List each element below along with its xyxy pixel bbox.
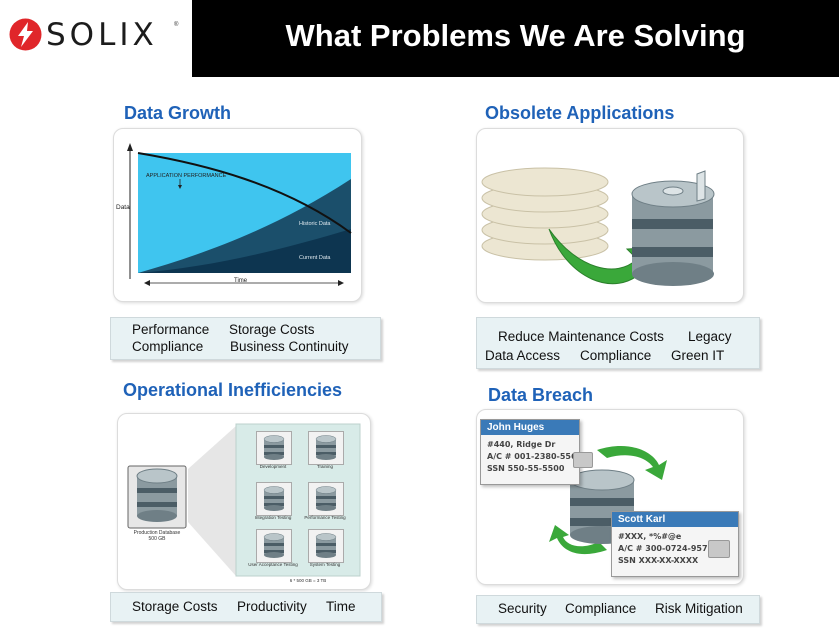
database-icon [308,529,344,563]
card-account: A/C # 001-2380-556 [487,452,577,461]
tag-risk-mitigation: Risk Mitigation [655,601,743,616]
y-axis-label: Data [116,204,130,211]
database-icon [308,431,344,465]
tag-storage-costs: Storage Costs [229,322,315,337]
card-ssn: SSN XXX-XX-XXXX [618,556,699,565]
database-copy: Development [256,431,292,471]
database-copy-label: System Testing [309,562,341,567]
data-growth-tags: Performance Storage Costs Compliance Bus… [110,317,381,360]
breach-illustration [549,445,667,555]
operational-tags: Storage Costs Productivity Time [110,592,382,622]
database-icon [631,170,715,286]
page-title: What Problems We Are Solving [285,18,746,53]
registered-mark: ® [174,22,179,28]
title-bar [192,0,839,77]
database-copy-label: Performance Testing [304,515,346,520]
production-db-size: 500 GB [148,536,166,542]
replication-formula: 6 * 500 GB = 3 TB [289,578,327,583]
data-breach-tags: Security Compliance Risk Mitigation [476,595,760,624]
production-database-icon [136,468,178,522]
operational-panel: Production Database 500 GB Development [117,413,371,590]
obsolete-apps-title: Obsolete Applications [485,103,675,123]
data-breach-title: Data Breach [488,385,594,405]
database-copy-label: User Acceptance Testing [248,562,298,567]
tag-compliance: Compliance [132,339,204,354]
card-name: Scott Karl [612,512,738,527]
logo [0,0,192,77]
tag-storage-costs: Storage Costs [132,599,218,614]
card-address: #440, Ridge Dr [487,440,556,449]
card-account: A/C # 300-0724-957 [618,544,708,553]
tag-productivity: Productivity [237,599,307,614]
tag-business-continuity: Business Continuity [230,339,349,354]
tag-legacy: Legacy [688,329,732,344]
database-copy-label: Development [259,464,287,469]
solix-logo-icon [9,18,42,51]
database-copy: System Testing [308,529,344,569]
production-db-label: Production Database [133,530,181,536]
chip-icon [708,540,730,558]
data-growth-chart [127,143,352,286]
database-copy: Integration Testing [255,482,292,522]
obsolete-apps-tags: Reduce Maintenance Costs Legacy Data Acc… [476,317,760,369]
database-icon [256,431,292,465]
tag-reduce-maintenance-costs: Reduce Maintenance Costs [498,329,664,344]
operational-title: Operational Inefficiencies [123,380,343,400]
database-copy: Performance Testing [304,482,346,522]
tag-security: Security [498,601,547,616]
card-ssn: SSN 550-55-5500 [487,464,565,473]
tag-performance: Performance [132,322,210,337]
customer-card-plain: John Huges #440, Ridge Dr A/C # 001-2380… [480,419,593,485]
card-name: John Huges [481,420,579,435]
chip-icon [573,452,593,468]
historic-data-label: Historic Data [299,221,331,227]
database-copy: User Acceptance Testing [248,529,298,569]
database-copy-label: Integration Testing [254,515,292,520]
database-copy: Training [308,431,344,471]
tag-green-it: Green IT [671,348,725,363]
database-icon [256,529,292,563]
customer-card-masked: Scott Karl #XXX, *%#@e A/C # 300-0724-95… [611,511,739,577]
database-copy-label: Training [316,464,334,469]
obsolete-apps-panel [476,128,744,303]
x-axis-label: Time [234,278,248,284]
data-growth-title: Data Growth [124,103,232,123]
database-icon [256,482,292,516]
legacy-to-modern-illustration [481,167,715,286]
tag-compliance: Compliance [565,601,637,616]
tag-compliance: Compliance [580,348,652,363]
current-data-label: Current Data [299,255,331,261]
logo-text: SOLIX [46,17,158,53]
card-address: #XXX, *%#@e [618,532,682,541]
data-breach-panel: John Huges #440, Ridge Dr A/C # 001-2380… [476,409,744,585]
tag-time: Time [326,599,356,614]
annotation-app-performance: APPLICATION PERFORMANCE [146,173,227,179]
database-icon [308,482,344,516]
data-growth-panel: Data Time APPLICATION PERFORMANCE Histor… [113,128,362,302]
tag-data-access: Data Access [485,348,561,363]
